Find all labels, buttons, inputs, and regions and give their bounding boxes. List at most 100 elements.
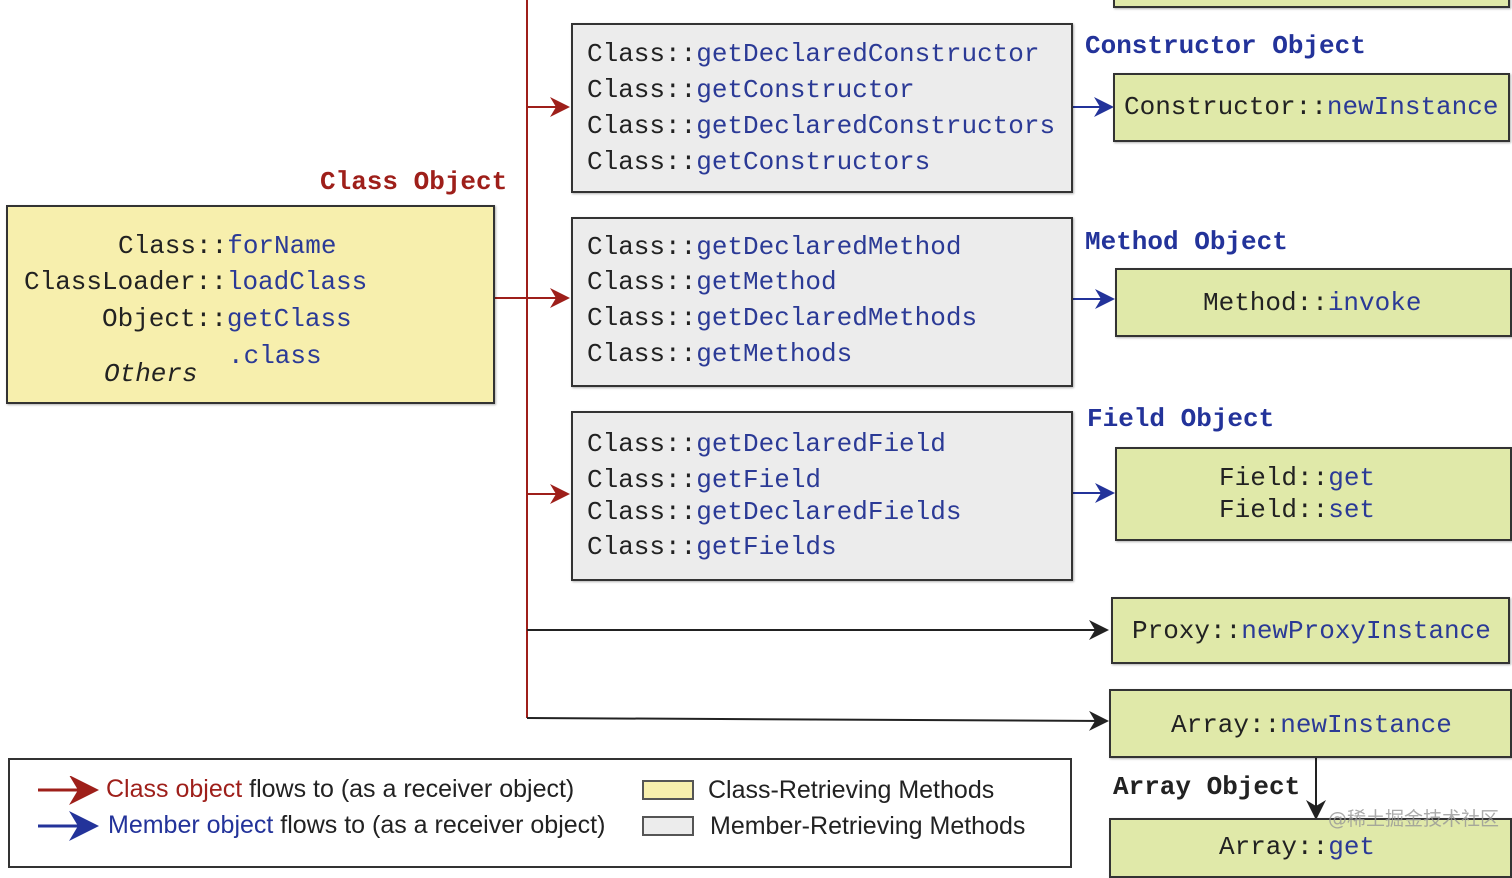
method-name: get — [1328, 463, 1376, 493]
class-prefix: Object:: — [102, 304, 227, 334]
method-line: Field::set — [1219, 495, 1375, 525]
top-partial-box — [1113, 0, 1510, 8]
proxy-box: Proxy::newProxyInstance — [1111, 597, 1510, 664]
legend-arrows — [38, 776, 99, 841]
method-name: getDeclaredConstructor — [696, 39, 1040, 69]
class-prefix: Field:: — [1219, 495, 1329, 525]
method-line: Class::getDeclaredFields — [587, 497, 961, 527]
method-line: Class::getField — [587, 465, 821, 495]
method-name: set — [1328, 495, 1376, 525]
class-retrieving-box: Class::forName ClassLoader::loadClass Ob… — [6, 205, 495, 404]
legend-yellow-swatch — [642, 780, 694, 800]
method-line: Class::getDeclaredConstructor — [587, 39, 1039, 69]
connector-arrows — [494, 0, 1326, 820]
watermark: @稀土掘金技术社区 — [1328, 808, 1500, 830]
method-line: Field::get — [1219, 463, 1375, 493]
method-line: Array::get — [1219, 832, 1375, 862]
constructor-retrieving-box: Class::getDeclaredConstructor Class::get… — [571, 23, 1073, 193]
method-line: Class::getDeclaredConstructors — [587, 111, 1055, 141]
legend-member-flow: Member object flows to (as a receiver ob… — [108, 810, 605, 840]
method-name: getDeclaredFields — [696, 497, 962, 527]
method-name: loadClass — [226, 267, 368, 297]
method-name: getMethod — [696, 267, 837, 297]
class-prefix: Proxy:: — [1132, 616, 1242, 646]
legend-class-retrieving: Class-Retrieving Methods — [708, 776, 995, 804]
method-name: getField — [696, 465, 822, 495]
method-line: Constructor::newInstance — [1124, 92, 1498, 122]
field-get-set-box: Field::get Field::set — [1115, 447, 1512, 541]
method-name: getDeclaredField — [696, 429, 946, 459]
method-invoke-box: Method::invoke — [1115, 268, 1512, 337]
method-line: Proxy::newProxyInstance — [1132, 616, 1491, 646]
class-prefix: flows to (as a receiver object) — [242, 775, 575, 803]
legend-member-retrieving: Member-Retrieving Methods — [710, 812, 1026, 840]
method-name: getFields — [696, 532, 837, 562]
legend: Class object flows to (as a receiver obj… — [8, 758, 1072, 868]
method-line: .class — [228, 341, 322, 371]
method-name: invoke — [1327, 288, 1422, 318]
class-prefix: Class:: — [587, 39, 697, 69]
class-prefix: Class:: — [587, 429, 697, 459]
class-prefix: Method:: — [1203, 288, 1328, 318]
class-prefix: Class object — [106, 775, 243, 803]
method-name: get — [1328, 832, 1376, 862]
method-line: Method::invoke — [1203, 288, 1421, 318]
class-prefix: Member object — [108, 811, 274, 839]
method-line: Class::getDeclaredMethods — [587, 303, 977, 333]
class-object-label: Class Object — [320, 167, 508, 197]
array-newinstance-box: Array::newInstance — [1109, 689, 1512, 758]
method-line: Class::getFields — [587, 532, 837, 562]
class-prefix: Array:: — [1171, 710, 1281, 740]
method-name: newInstance — [1326, 92, 1499, 122]
class-prefix: Class:: — [587, 339, 697, 369]
class-prefix: Class:: — [587, 465, 697, 495]
field-object-label: Field Object — [1087, 404, 1275, 434]
method-line: Class::forName — [118, 231, 336, 261]
method-line: Array::newInstance — [1171, 710, 1452, 740]
class-prefix: Class:: — [587, 232, 697, 262]
class-prefix: ClassLoader:: — [24, 267, 227, 297]
method-name: .class — [228, 341, 322, 371]
method-line: Class::getMethod — [587, 267, 837, 297]
class-prefix: Class:: — [587, 267, 697, 297]
class-prefix: Array:: — [1219, 832, 1329, 862]
class-prefix: Class:: — [587, 497, 697, 527]
legend-class-flow: Class object flows to (as a receiver obj… — [106, 774, 574, 804]
method-name: forName — [227, 231, 337, 261]
class-prefix: Field:: — [1219, 463, 1329, 493]
method-name: getDeclaredConstructors — [696, 111, 1056, 141]
class-prefix: Class:: — [587, 303, 697, 333]
class-prefix: Class:: — [587, 532, 697, 562]
constructor-newinstance-box: Constructor::newInstance — [1113, 73, 1510, 142]
method-name: newProxyInstance — [1241, 616, 1491, 646]
method-line: ClassLoader::loadClass — [24, 267, 367, 297]
arrow-to-array — [526, 710, 1109, 731]
class-prefix: Class:: — [118, 231, 228, 261]
method-name: newInstance — [1280, 710, 1452, 740]
method-name: getConstructors — [696, 147, 931, 177]
class-prefix: Constructor:: — [1124, 92, 1327, 122]
method-name: getMethods — [696, 339, 853, 369]
method-name: getDeclaredMethods — [696, 303, 978, 333]
method-line: Class::getConstructor — [587, 75, 915, 105]
class-prefix: Class:: — [587, 147, 697, 177]
method-name: getClass — [226, 304, 352, 334]
method-object-label: Method Object — [1085, 227, 1288, 257]
method-line: Class::getDeclaredField — [587, 429, 946, 459]
method-retrieving-box: Class::getDeclaredMethod Class::getMetho… — [571, 217, 1073, 387]
method-line: Class::getDeclaredMethod — [587, 232, 961, 262]
class-prefix: Others — [104, 359, 198, 389]
method-line: Object::getClass — [102, 304, 352, 334]
class-prefix: Class:: — [587, 111, 697, 141]
method-line: Class::getMethods — [587, 339, 852, 369]
constructor-object-label: Constructor Object — [1085, 31, 1366, 61]
array-object-label: Array Object — [1113, 772, 1301, 802]
field-retrieving-box: Class::getDeclaredField Class::getField … — [571, 411, 1073, 581]
method-name: getConstructor — [696, 75, 915, 105]
others-line: Others — [104, 359, 198, 389]
class-prefix: Class:: — [587, 75, 697, 105]
legend-gray-swatch — [642, 816, 694, 836]
class-prefix: flows to (as a receiver object) — [273, 811, 606, 839]
method-line: Class::getConstructors — [587, 147, 930, 177]
method-name: getDeclaredMethod — [696, 232, 962, 262]
